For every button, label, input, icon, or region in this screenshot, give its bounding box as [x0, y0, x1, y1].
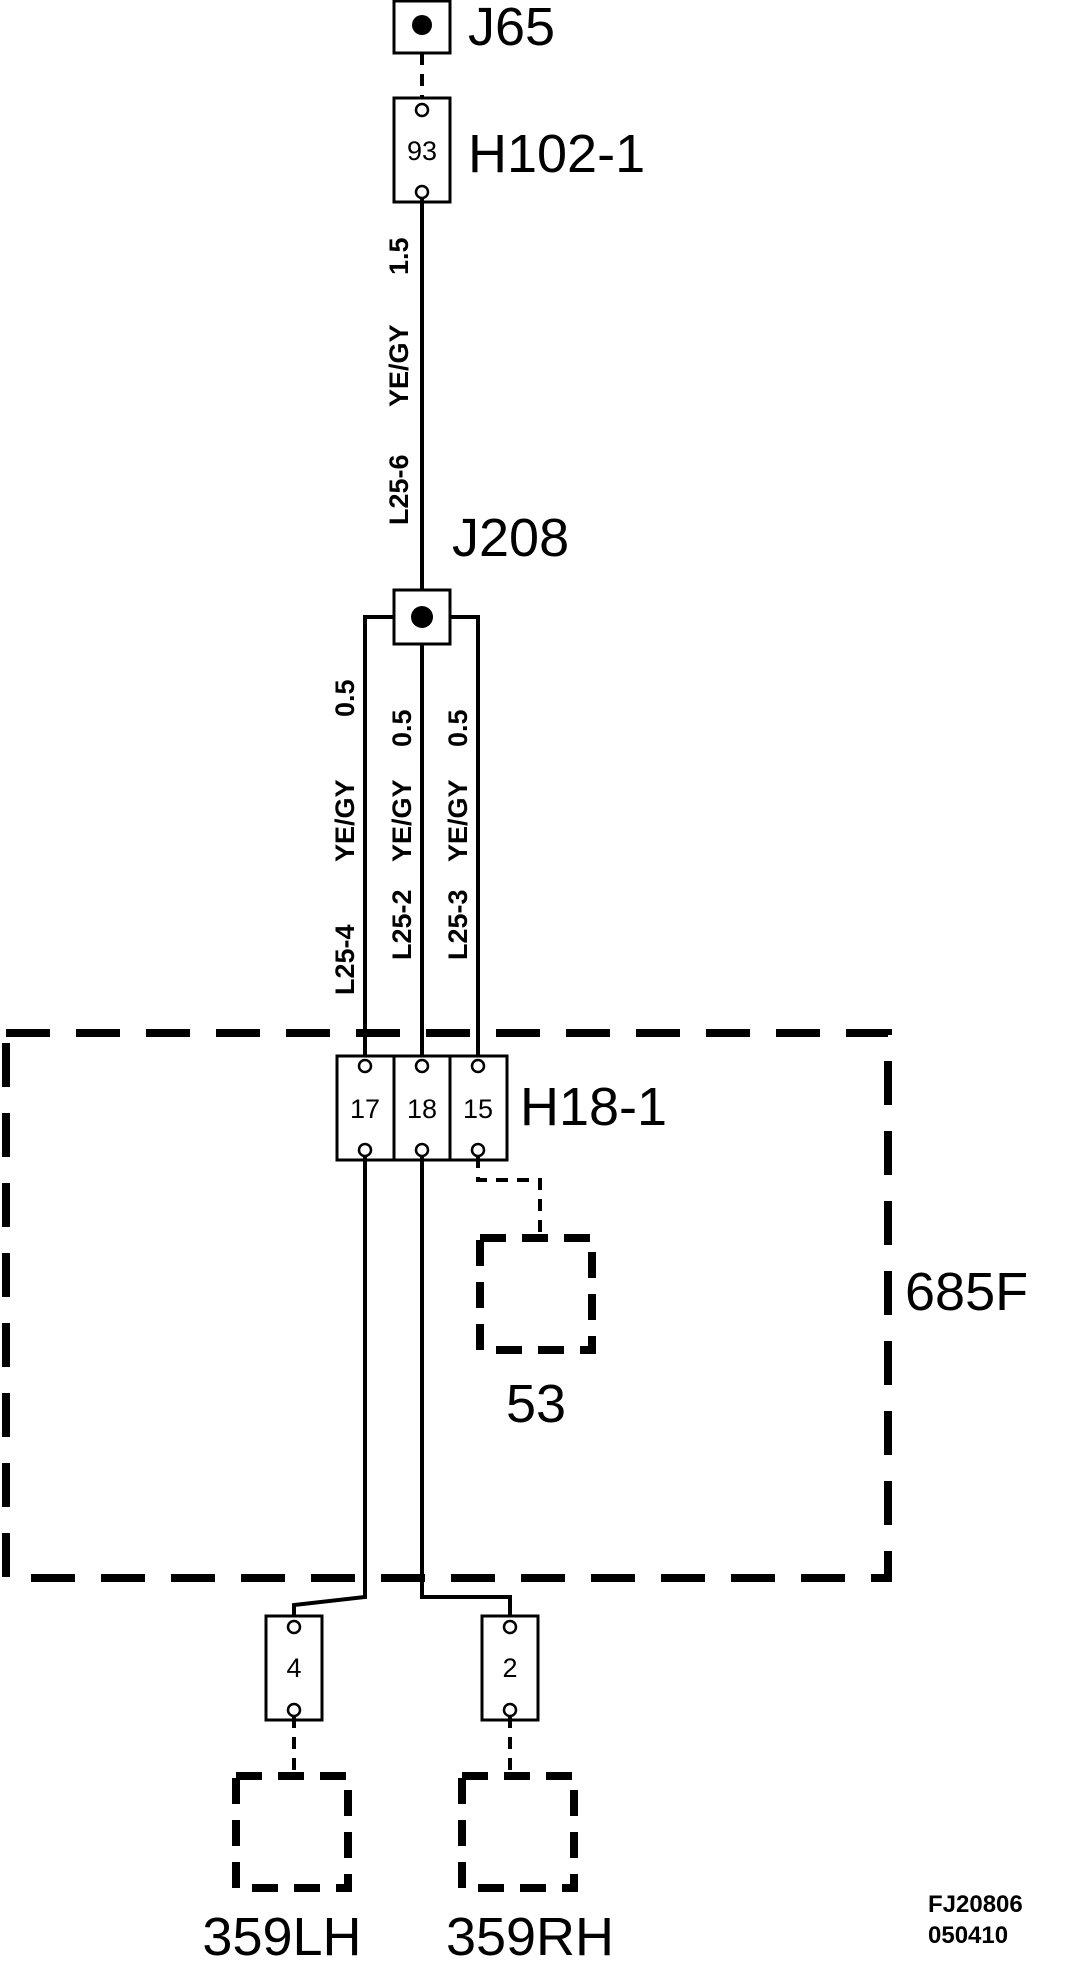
wire-l25-6-color: YE/GY	[384, 324, 414, 407]
terminal	[357, 1142, 373, 1158]
component-53-box[interactable]	[476, 1234, 596, 1354]
wire-l25-2-size: 0.5	[387, 709, 417, 747]
wire-l25-2-label: L25-2 YE/GY 0.5	[387, 709, 417, 960]
connector-rh-pin: 2	[502, 1653, 517, 1683]
splice-j208-label: J208	[452, 508, 569, 568]
terminal	[286, 1702, 302, 1718]
connector-rh[interactable]: 2	[480, 1614, 540, 1722]
module-685f-label: 685F	[905, 1262, 1028, 1322]
dashed-link-53	[476, 1156, 542, 1238]
module-685f-boundary[interactable]	[2, 1029, 892, 1582]
splice-j65[interactable]	[392, 0, 452, 55]
wire-l25-4-label: L25-4 YE/GY 0.5	[330, 679, 360, 995]
wire-l25-3-label: L25-3 YE/GY 0.5	[443, 709, 473, 960]
terminal-bottom	[414, 184, 430, 200]
terminal	[286, 1619, 302, 1635]
wire-l25-4-color: YE/GY	[330, 779, 360, 862]
connector-lh-pin: 4	[286, 1653, 301, 1683]
pin-17: 17	[350, 1094, 380, 1124]
component-53-label: 53	[506, 1374, 566, 1434]
terminal	[470, 1142, 486, 1158]
wire-l25-2-id: L25-2	[387, 889, 417, 960]
figure-code-line1: FJ20806	[928, 1891, 1023, 1918]
terminal	[414, 1142, 430, 1158]
wire-l25-3-size: 0.5	[443, 709, 473, 747]
terminal	[357, 1058, 373, 1074]
component-359rh-label: 359RH	[446, 1907, 614, 1967]
terminal	[414, 1058, 430, 1074]
figure-code-line2: 050410	[928, 1922, 1008, 1949]
splice-j208-dot	[411, 606, 433, 628]
connector-h102-1[interactable]: 93	[392, 96, 452, 204]
wire-l25-6-size: 1.5	[384, 237, 414, 275]
connector-h102-1-pin: 93	[407, 136, 437, 166]
terminal-top	[414, 102, 430, 118]
pin-18: 18	[407, 1094, 437, 1124]
connector-h18-1[interactable]: 17 18 15	[335, 1054, 509, 1162]
wire-pin18-to-rh[interactable]	[420, 1156, 512, 1620]
component-359lh-label: 359LH	[202, 1907, 361, 1967]
connector-h18-1-label: H18-1	[520, 1077, 667, 1137]
pin-15: 15	[463, 1094, 493, 1124]
terminal	[502, 1702, 518, 1718]
splice-j208[interactable]	[392, 588, 452, 646]
wire-l25-4-id: L25-4	[330, 924, 360, 995]
terminal	[502, 1619, 518, 1635]
splice-j65-label: J65	[468, 0, 555, 57]
wire-pin17-to-lh[interactable]	[292, 1156, 367, 1620]
wire-l25-3-id: L25-3	[443, 889, 473, 960]
wire-l25-6-label: L25-6 YE/GY 1.5	[384, 237, 414, 525]
component-359lh-box[interactable]	[232, 1772, 352, 1892]
connector-h18-1-cell-15	[448, 1054, 509, 1162]
terminal	[470, 1058, 486, 1074]
component-359rh-box[interactable]	[458, 1772, 578, 1892]
wire-l25-3[interactable]	[450, 615, 480, 1060]
connector-h102-1-label: H102-1	[468, 124, 645, 184]
wire-l25-4[interactable]	[363, 615, 394, 1060]
wire-l25-3-color: YE/GY	[443, 779, 473, 862]
wire-l25-6-id: L25-6	[384, 454, 414, 525]
splice-j65-dot	[412, 15, 432, 35]
wire-l25-2-color: YE/GY	[387, 779, 417, 862]
wire-l25-4-size: 0.5	[330, 679, 360, 717]
connector-lh[interactable]: 4	[264, 1614, 324, 1722]
